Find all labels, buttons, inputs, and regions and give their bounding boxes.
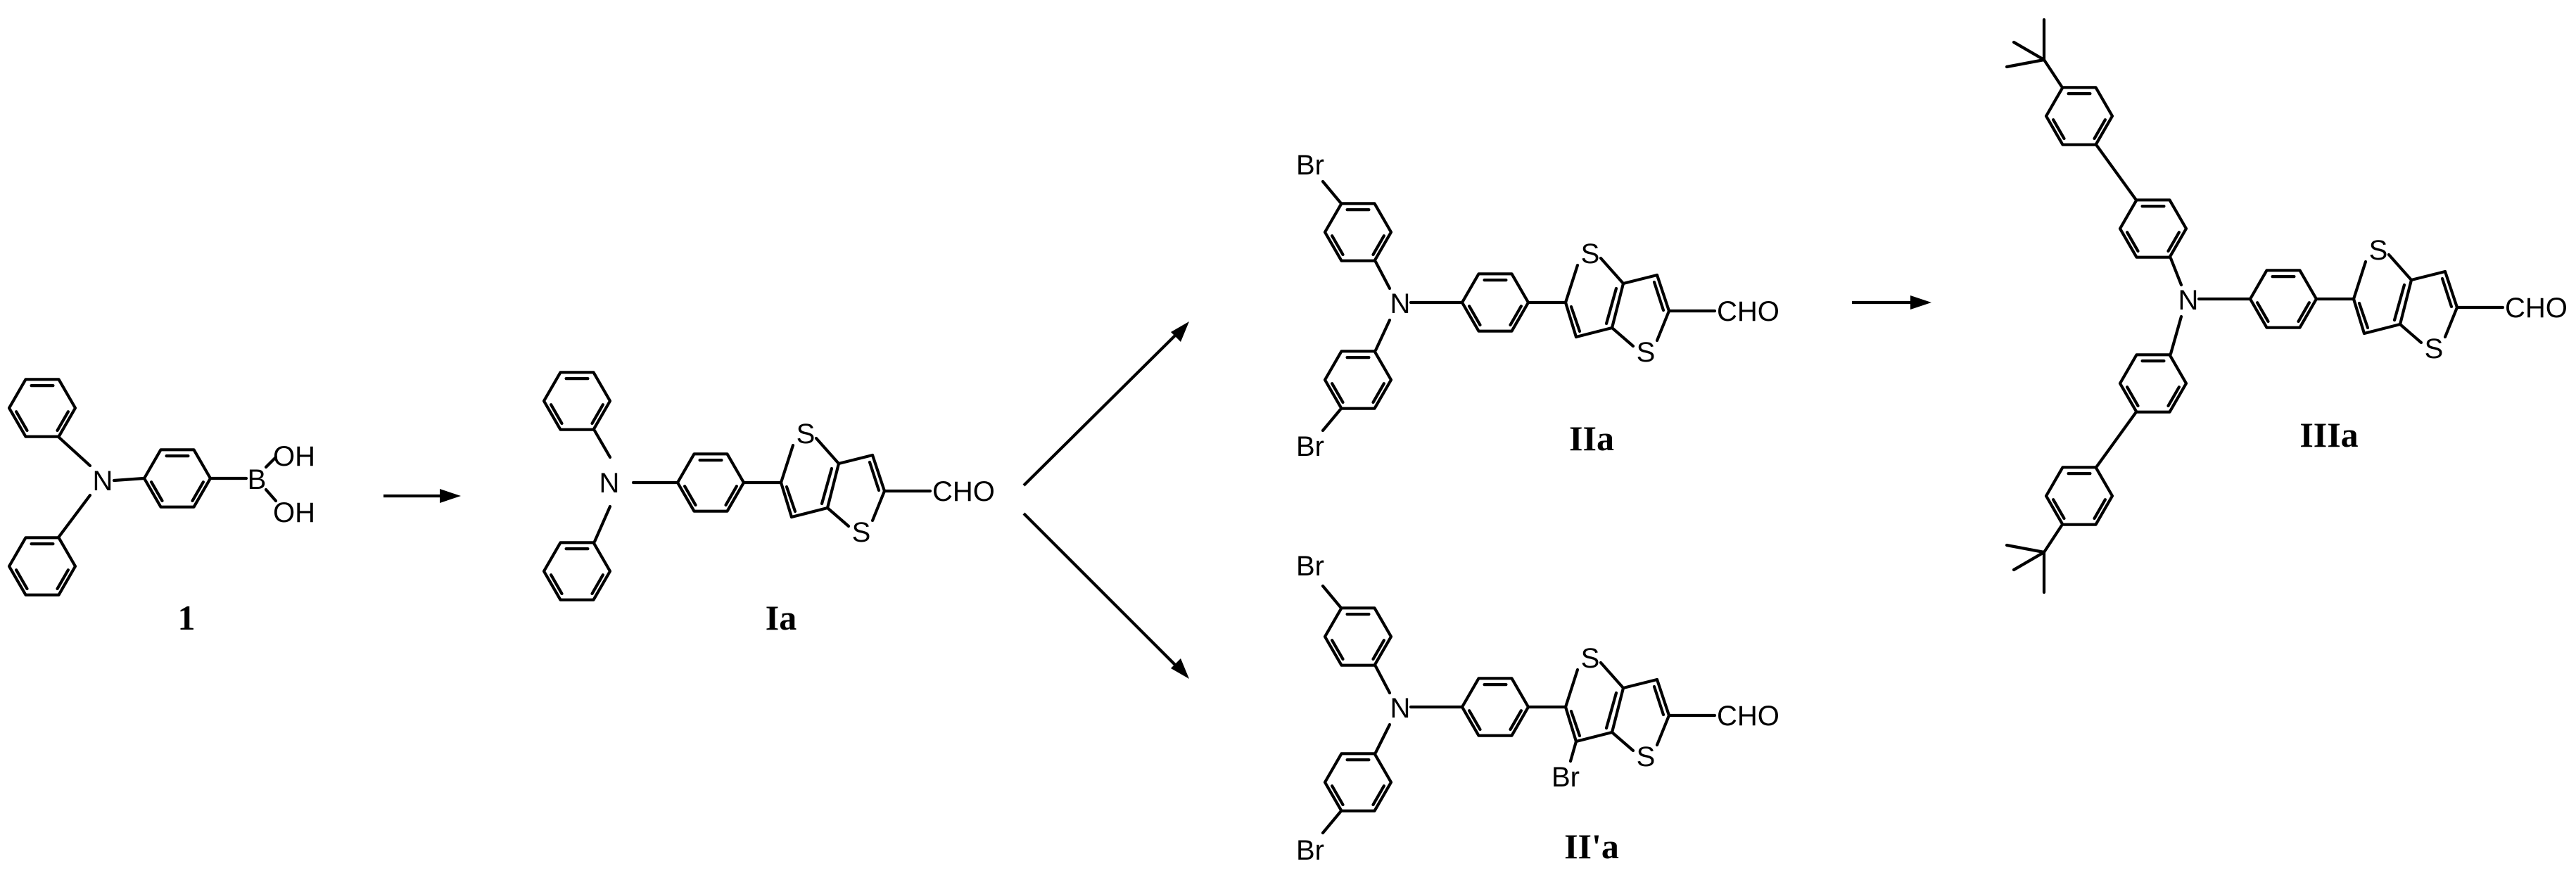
- compound-IIIa-sulfur-bottom: S: [2425, 333, 2444, 364]
- compound-1-nitrogen: N: [93, 466, 113, 497]
- reaction-arrow-1-to-Ia: [383, 489, 461, 503]
- compound-Ia-aldehyde: CHO: [932, 476, 995, 507]
- compound-IIa-nitrogen: N: [1390, 288, 1411, 319]
- compound-Ia-structure: N S S CHO Ia: [544, 372, 995, 637]
- compound-Ia-bonds: [544, 372, 932, 599]
- compound-IIprime-a-structure: Br Br Br N S S CHO II'a: [1296, 551, 1779, 866]
- compound-IIprime-a-sulfur-bottom: S: [1637, 741, 1656, 772]
- compound-IIIa-label: IIIa: [2299, 415, 2358, 454]
- compound-IIIa-nitrogen: N: [2178, 285, 2199, 316]
- compound-IIprime-a-bromine-ring: Br: [1552, 762, 1580, 793]
- compound-IIIa-bonds: [2005, 18, 2505, 594]
- compound-IIprime-a-bromine-bottom: Br: [1296, 835, 1324, 866]
- compound-1-structure: N B OH OH 1: [9, 379, 315, 637]
- compound-IIa-structure: Br Br N S S CHO IIa: [1296, 150, 1779, 462]
- compound-IIIa-sulfur-top: S: [2369, 235, 2388, 266]
- compound-IIa-sulfur-top: S: [1581, 238, 1600, 269]
- compound-IIprime-a-label: II'a: [1564, 827, 1619, 866]
- reaction-arrow-IIa-to-IIIa: [1852, 295, 1931, 310]
- compound-IIa-aldehyde: CHO: [1717, 296, 1779, 327]
- compound-Ia-nitrogen: N: [599, 468, 620, 499]
- compound-IIa-bonds: [1321, 179, 1717, 433]
- compound-1-boron: B: [248, 464, 267, 495]
- compound-1-hydroxyl-top: OH: [273, 441, 315, 472]
- compound-IIprime-a-aldehyde: CHO: [1717, 701, 1779, 732]
- compound-1-label: 1: [178, 598, 196, 637]
- compound-IIprime-a-bonds: [1321, 584, 1717, 835]
- reaction-arrow-Ia-to-IIprime-a: [1022, 512, 1189, 679]
- compound-IIIa-structure: N S S CHO IIIa: [2005, 18, 2568, 594]
- compound-IIa-bromine-top: Br: [1296, 150, 1324, 181]
- compound-IIprime-a-nitrogen: N: [1390, 693, 1411, 724]
- compound-Ia-label: Ia: [766, 598, 797, 637]
- compound-Ia-sulfur-bottom: S: [852, 517, 871, 548]
- reaction-arrow-Ia-to-IIa: [1022, 321, 1189, 487]
- compound-IIprime-a-bromine-top: Br: [1296, 551, 1324, 582]
- compound-IIa-bromine-bottom: Br: [1296, 431, 1324, 462]
- compound-IIprime-a-sulfur-top: S: [1581, 643, 1600, 674]
- compound-1-bonds: [9, 379, 278, 594]
- compound-IIa-label: IIa: [1569, 419, 1614, 458]
- compound-IIIa-aldehyde: CHO: [2505, 293, 2568, 324]
- compound-1-hydroxyl-bottom: OH: [273, 497, 315, 528]
- compound-IIa-sulfur-bottom: S: [1637, 337, 1656, 368]
- compound-Ia-sulfur-top: S: [797, 419, 816, 450]
